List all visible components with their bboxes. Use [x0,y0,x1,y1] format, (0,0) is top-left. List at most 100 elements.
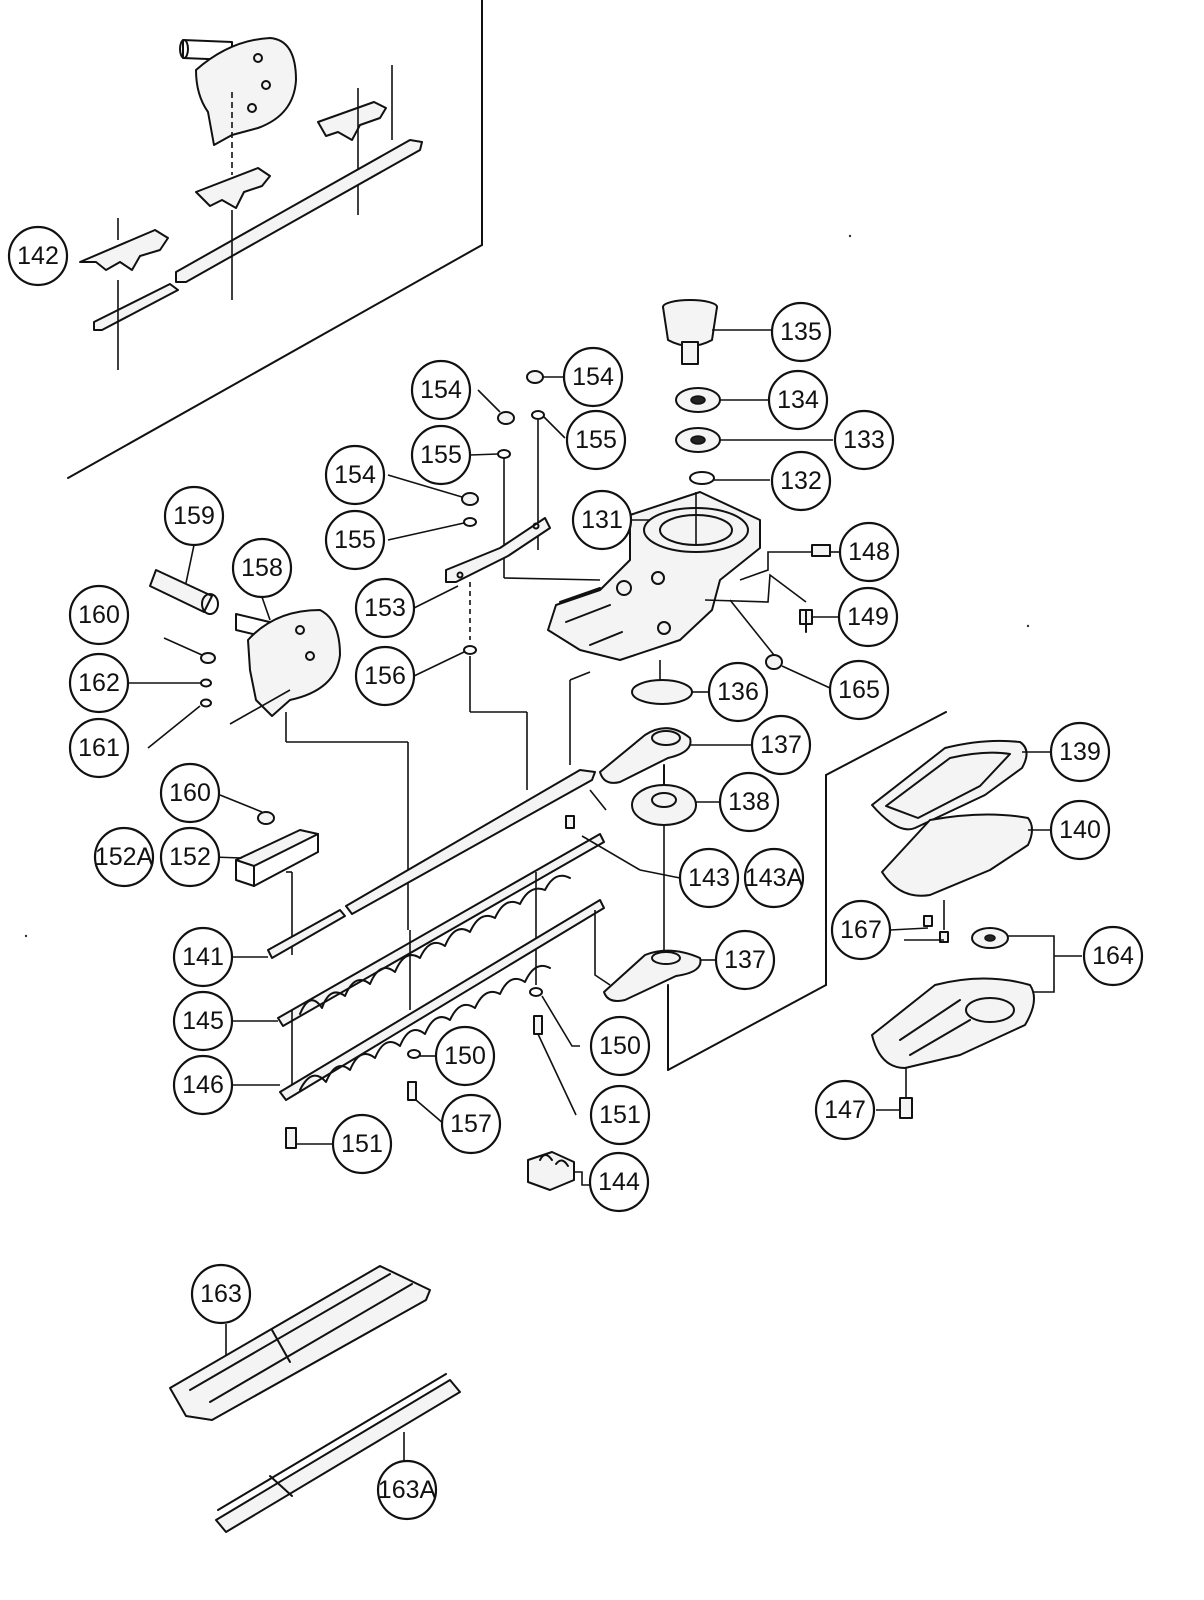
callout-141: 141 [172,926,234,988]
callout-158: 158 [231,537,293,599]
grease-nipple-148 [739,544,840,581]
blade-case-163 [169,1265,431,1421]
callout-132: 132 [770,450,832,512]
callout-155-c: 155 [324,509,386,571]
callout-143-label: 143 [688,864,730,892]
gear-housing-131 [547,491,761,700]
section-divider-right [667,711,947,1071]
washer-150-a [529,987,580,1047]
connecting-plate-153 [413,517,551,640]
callout-159: 159 [163,485,225,547]
washer-156 [413,645,528,790]
blade-guide-bar-141 [232,671,596,959]
washer-155-c [387,517,477,541]
spacer-152 [211,829,319,955]
callout-139-label: 139 [1059,738,1101,766]
callout-149: 149 [837,586,899,648]
callout-137-b: 137 [714,929,776,991]
callout-155-c-label: 155 [334,526,376,554]
callout-146-label: 146 [182,1071,224,1099]
callout-151-a-label: 151 [599,1101,641,1129]
callout-163A-label: 163A [378,1476,437,1504]
callout-150-b-label: 150 [444,1042,486,1070]
callout-154-a-label: 154 [572,363,614,391]
callout-136-label: 136 [717,678,759,706]
callout-165: 165 [828,659,890,721]
callout-147-label: 147 [824,1096,866,1124]
callout-150-b: 150 [434,1025,496,1087]
callout-163A: 163A [376,1459,438,1521]
callout-143A: 143A [743,847,805,909]
callout-137-b-label: 137 [724,946,766,974]
nut-154-b [477,389,515,425]
callout-135-label: 135 [780,318,822,346]
callout-148: 148 [838,521,900,583]
callout-156-label: 156 [364,662,406,690]
callout-162: 162 [68,652,130,714]
callout-147: 147 [814,1079,876,1141]
bolt-157 [407,1081,445,1125]
callout-150-a: 150 [589,1015,651,1077]
callout-139: 139 [1049,721,1111,783]
callout-131-label: 131 [581,506,623,534]
callout-159-label: 159 [173,502,215,530]
crank-plate-137-upper [599,727,752,784]
bearing-133 [675,427,833,453]
callout-137-a: 137 [750,714,812,776]
callout-133: 133 [833,409,895,471]
bushing-165 [729,599,831,689]
bolt-149 [704,573,838,633]
callout-144-label: 144 [598,1168,640,1196]
callout-160-a: 160 [68,584,130,646]
gear-138 [631,764,720,950]
upper-blade-145 [232,833,605,1085]
inset-blade-bar [93,139,423,370]
callout-155-b: 155 [410,424,472,486]
callout-148-label: 148 [848,538,890,566]
callout-152: 152 [159,826,221,888]
crank-plate-137-lower [603,949,716,1002]
callout-154-c: 154 [324,444,386,506]
screw-147 [876,1097,913,1119]
lower-blade-146 [232,899,605,1101]
callout-155-a: 155 [565,409,627,471]
screws-167 [889,900,949,943]
callout-142-label: 142 [17,242,59,270]
callout-152-label: 152 [169,843,211,871]
callout-160-a-label: 160 [78,601,120,629]
callout-155-a-label: 155 [575,426,617,454]
callout-161-label: 161 [78,734,120,762]
gear-cover-158 [229,596,409,930]
bolt-151-left [285,1127,332,1149]
nut-160-b [219,794,275,825]
callout-154-c-label: 154 [334,461,376,489]
grip-159 [149,544,219,615]
stray-dot [1026,624,1030,628]
stray-dot [24,934,28,938]
callout-154-b-label: 154 [420,376,462,404]
callout-163: 163 [190,1263,252,1325]
bolt-143 [565,789,681,879]
callout-143: 143 [678,847,740,909]
callout-140: 140 [1049,799,1111,861]
callout-157: 157 [440,1093,502,1155]
callout-157-label: 157 [450,1110,492,1138]
stray-dot [848,234,852,238]
callout-152A: 152A [93,826,155,888]
callout-164-label: 164 [1092,942,1134,970]
callout-149-label: 149 [847,603,889,631]
nut-154-c [387,474,479,506]
callout-142: 142 [7,225,69,287]
callout-136: 136 [707,661,769,723]
callout-138-label: 138 [728,788,770,816]
callout-153-label: 153 [364,594,406,622]
washer-150-b [407,1049,436,1059]
callout-138: 138 [718,771,780,833]
blade-holder-144 [527,1151,590,1191]
inset-blade-guards [79,65,393,271]
cover-plate-140 [881,813,1050,897]
callout-151-b: 151 [331,1113,393,1175]
callout-137-a-label: 137 [760,731,802,759]
washer-162 [128,678,212,688]
